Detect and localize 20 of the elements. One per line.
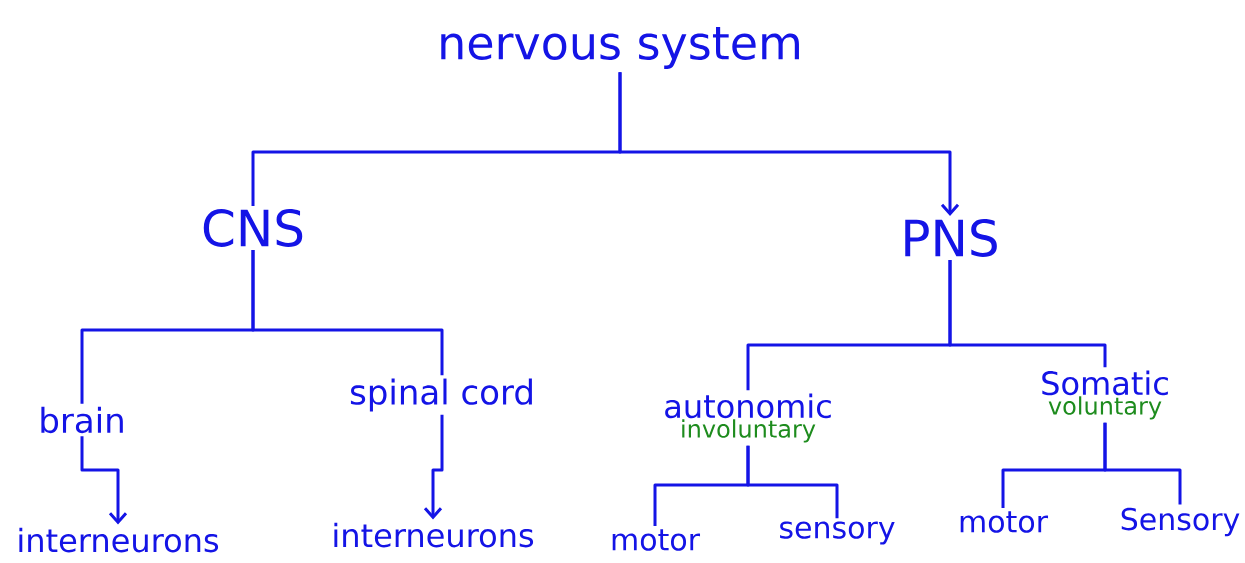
arrow	[80, 436, 128, 525]
arrow	[618, 72, 960, 216]
labeled-term: Somatic voluntary	[1042, 370, 1168, 420]
node-label: brain	[41, 406, 123, 434]
labeled-term: autonomic involuntary	[665, 393, 831, 443]
connector-line	[746, 445, 839, 519]
node-label: interneurons	[19, 527, 219, 553]
connector-line	[251, 250, 444, 376]
node-label: nervous system	[441, 27, 799, 69]
node-label: CNS	[203, 209, 303, 247]
node-label: motor	[612, 529, 700, 551]
connector-line	[948, 260, 1107, 368]
node-label: sensory	[780, 521, 895, 545]
node-label: Sensory	[1121, 507, 1240, 537]
node-label: PNS	[905, 219, 997, 257]
arrow	[423, 414, 444, 520]
connector-line	[1103, 422, 1182, 505]
node-label: spinal cord	[350, 378, 532, 412]
node-label: interneurons	[334, 522, 534, 548]
node-label: motor	[960, 511, 1048, 533]
